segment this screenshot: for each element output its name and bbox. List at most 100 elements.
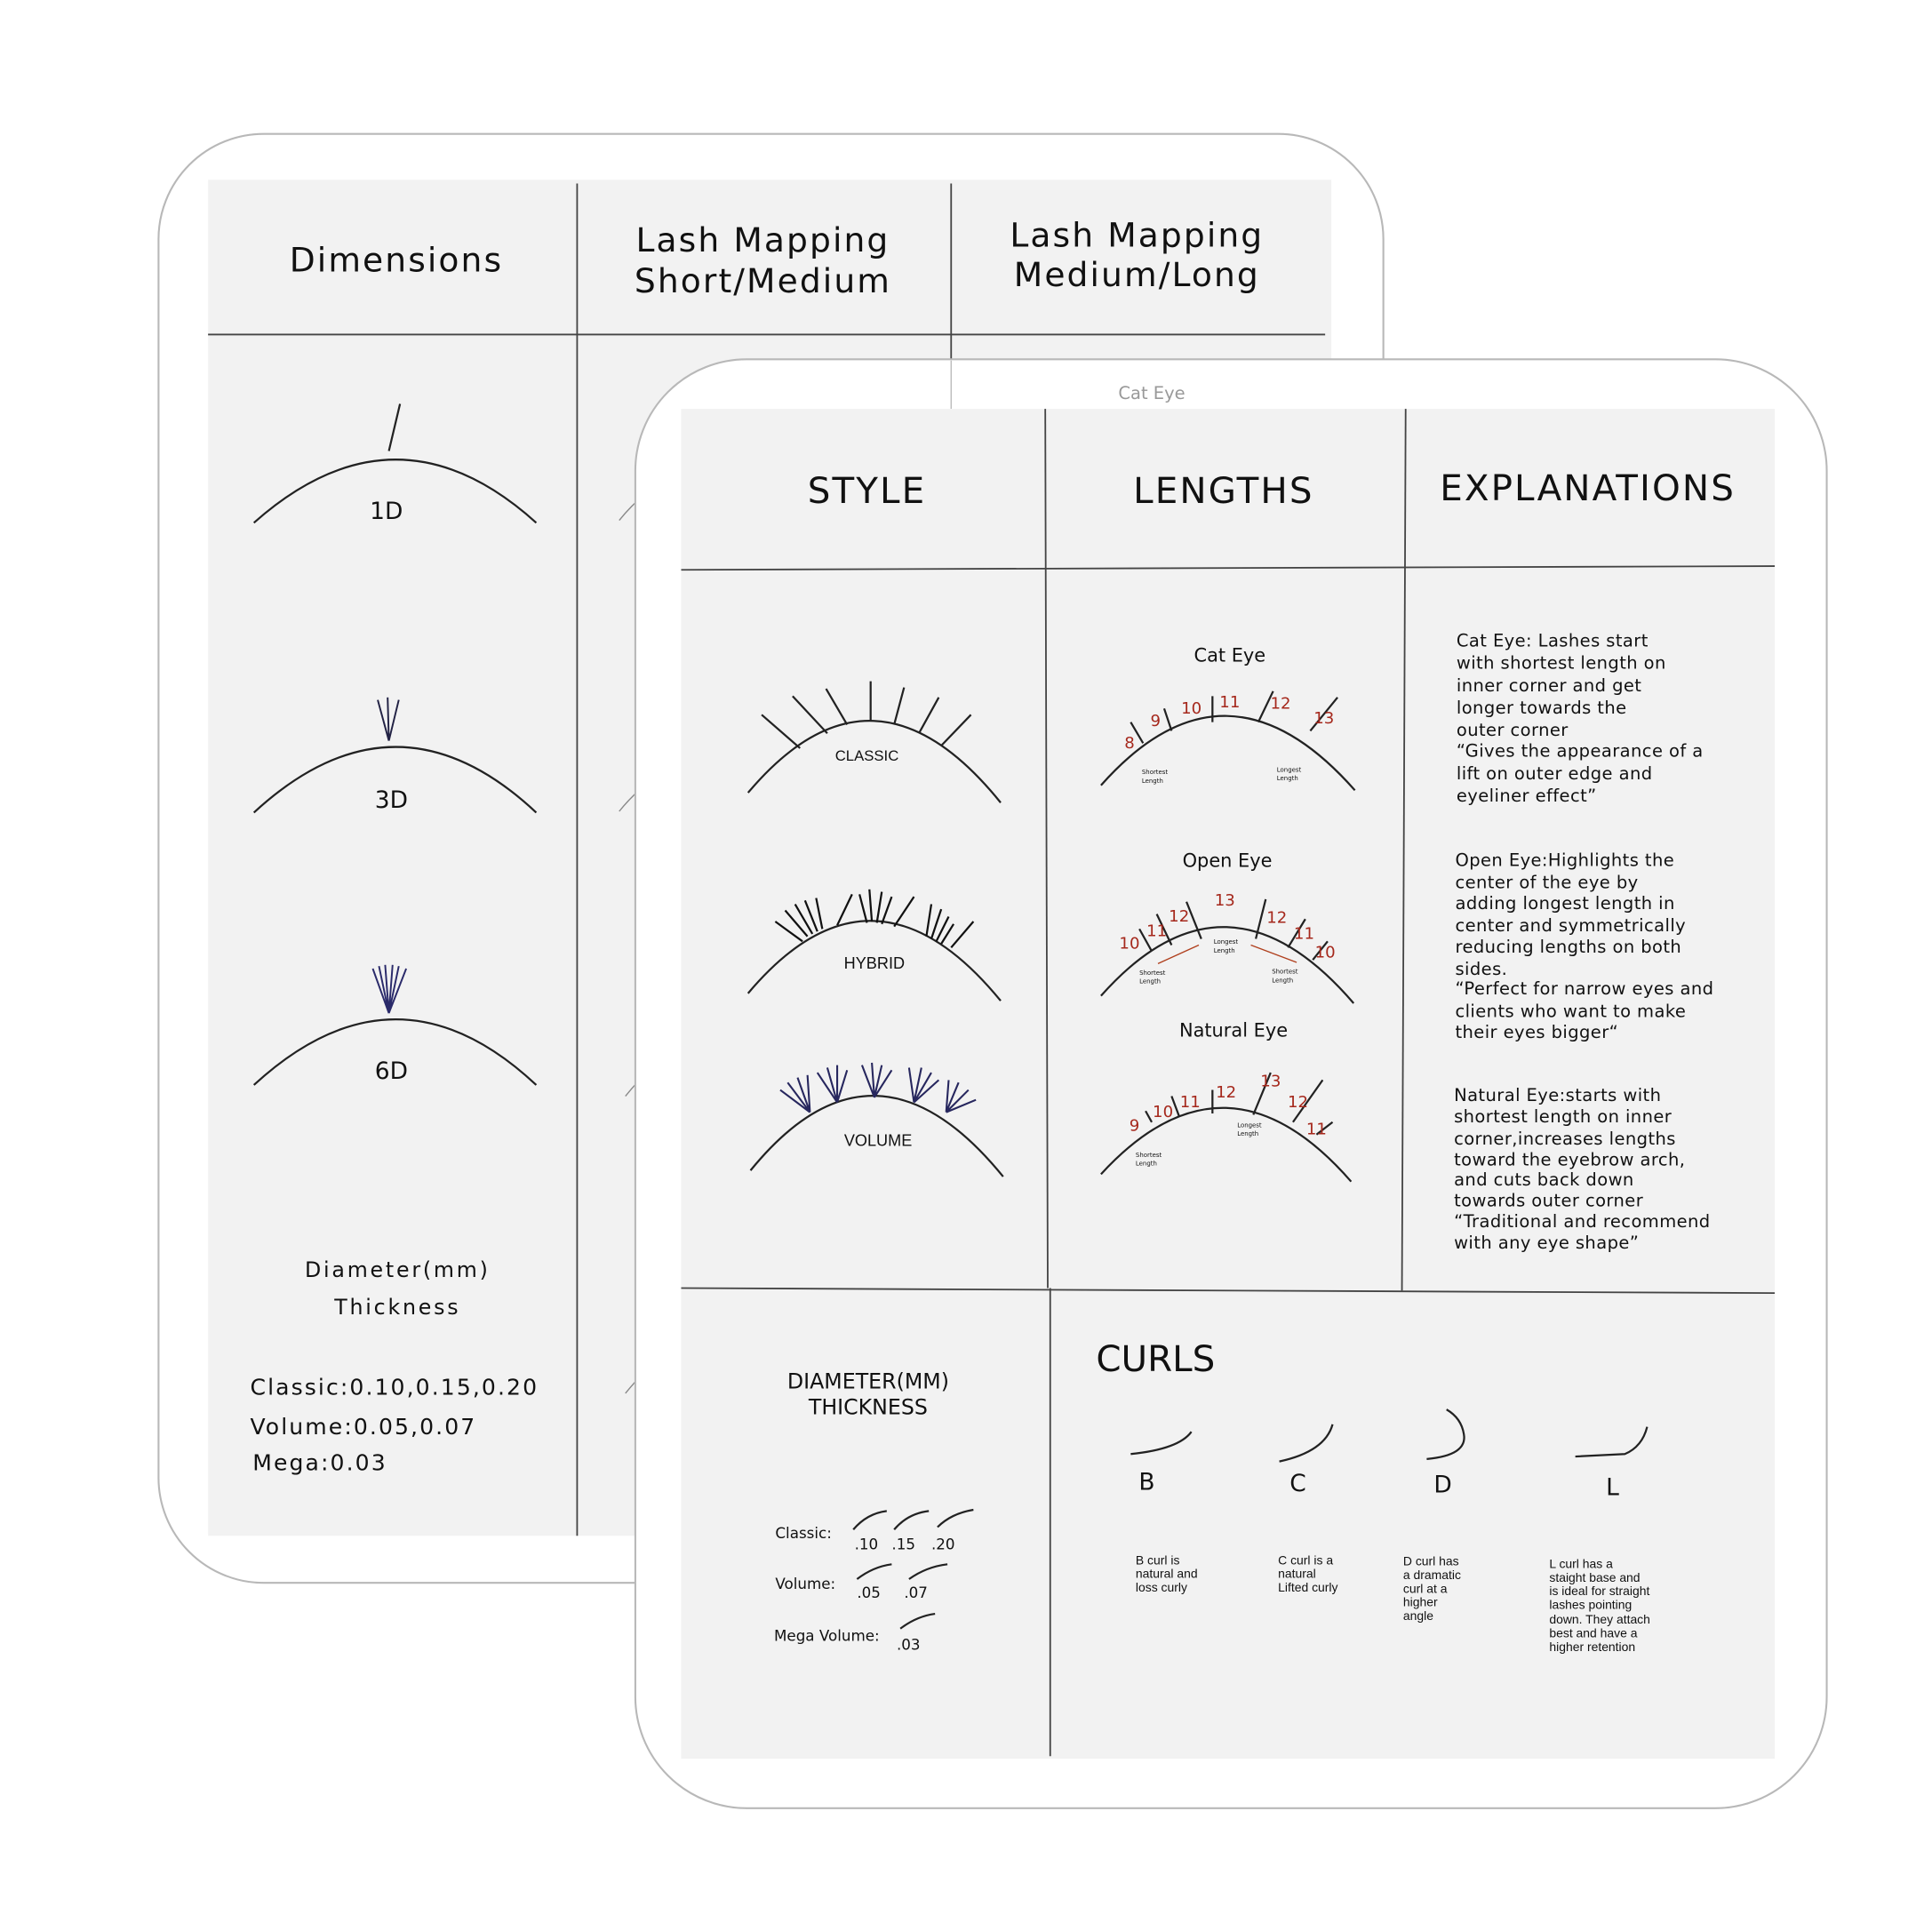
svg-text:Longest: Longest <box>1277 766 1302 773</box>
curls-section: CURLS B C D L B curl is natural and loss… <box>1096 1337 1650 1654</box>
explanation-natural-eye: Natural Eye:starts with shortest length … <box>1454 1085 1711 1253</box>
svg-text:Shortest: Shortest <box>1139 969 1166 977</box>
svg-text:Shortest: Shortest <box>1136 1152 1162 1159</box>
svg-text:10: 10 <box>1181 699 1202 718</box>
svg-text:staight base and: staight base and <box>1549 1570 1640 1584</box>
diameter-volume: Volume:0.05,0.07 <box>251 1414 477 1440</box>
svg-text:“Gives the appearance of a: “Gives the appearance of a <box>1457 741 1704 762</box>
thickness-title: Thickness <box>333 1295 460 1320</box>
header-style: STYLE <box>808 469 927 512</box>
svg-text:“Perfect for narrow eyes and: “Perfect for narrow eyes and <box>1455 978 1713 999</box>
svg-text:.05: .05 <box>857 1584 881 1601</box>
svg-text:Shortest: Shortest <box>1272 969 1298 976</box>
svg-text:Natural Eye: Natural Eye <box>1179 1020 1288 1041</box>
svg-text:10: 10 <box>1315 943 1336 962</box>
svg-text:Natural Eye:starts with: Natural Eye:starts with <box>1454 1085 1661 1105</box>
header-lengths: LENGTHS <box>1133 469 1313 512</box>
svg-text:HYBRID: HYBRID <box>844 954 905 972</box>
svg-text:with shortest length on: with shortest length on <box>1457 653 1666 674</box>
svg-text:outer corner: outer corner <box>1457 720 1569 740</box>
svg-text:Length: Length <box>1272 977 1293 984</box>
svg-text:their eyes bigger“: their eyes bigger“ <box>1455 1022 1618 1042</box>
svg-text:Length: Length <box>1214 947 1235 954</box>
svg-text:C: C <box>1289 1470 1305 1497</box>
svg-text:center of the eye by: center of the eye by <box>1455 872 1638 892</box>
svg-text:toward the eyebrow arch,: toward the eyebrow arch, <box>1454 1150 1685 1170</box>
svg-text:9: 9 <box>1130 1117 1140 1136</box>
length-natural-eye: Natural Eye 9 10 11 12 13 12 11 Longest … <box>1100 1020 1353 1183</box>
svg-text:C curl is a: C curl is a <box>1278 1552 1333 1567</box>
svg-text:.07: .07 <box>904 1584 928 1601</box>
svg-text:B curl is: B curl is <box>1136 1552 1180 1567</box>
explanation-cat-eye: Cat Eye: Lashes start with shortest leng… <box>1457 631 1704 806</box>
svg-text:lashes pointing: lashes pointing <box>1549 1597 1632 1611</box>
svg-text:.10: .10 <box>855 1536 879 1553</box>
svg-text:8: 8 <box>1124 734 1135 753</box>
svg-text:11: 11 <box>1180 1093 1201 1112</box>
svg-text:CLASSIC: CLASSIC <box>835 747 899 764</box>
svg-text:natural: natural <box>1278 1567 1316 1581</box>
svg-text:3D: 3D <box>375 786 408 814</box>
svg-text:“Traditional and recommend: “Traditional and recommend <box>1454 1211 1711 1232</box>
svg-text:is ideal for straight: is ideal for straight <box>1549 1584 1649 1598</box>
svg-text:11: 11 <box>1294 925 1314 944</box>
svg-text:9: 9 <box>1150 712 1161 730</box>
length-cat-eye: Cat Eye 8 9 10 11 12 13 Shortest Length … <box>1100 644 1356 792</box>
svg-text:THICKNESS: THICKNESS <box>808 1395 928 1420</box>
svg-text:Length: Length <box>1237 1130 1258 1137</box>
diameter-section: DIAMETER(MM) THICKNESS Classic: .10 .15 … <box>774 1368 974 1653</box>
svg-text:natural and: natural and <box>1136 1567 1198 1581</box>
dimension-3d: 3D <box>252 697 538 814</box>
peek-cat-eye: Cat Eye <box>1118 383 1185 403</box>
svg-text:sides.: sides. <box>1455 959 1507 979</box>
svg-text:11: 11 <box>1219 693 1240 712</box>
svg-text:1D: 1D <box>370 498 403 525</box>
svg-text:B: B <box>1138 1469 1154 1496</box>
svg-text:Shortest: Shortest <box>1142 769 1169 776</box>
svg-text:Longest: Longest <box>1237 1121 1262 1129</box>
diameter-mega: Mega:0.03 <box>252 1449 387 1475</box>
svg-text:adding longest length in: adding longest length in <box>1455 893 1674 914</box>
explanation-open-eye: Open Eye:Highlights the center of the ey… <box>1455 850 1713 1042</box>
svg-text:13: 13 <box>1215 891 1235 910</box>
svg-text:L: L <box>1606 1473 1619 1501</box>
svg-text:Classic:: Classic: <box>775 1524 831 1542</box>
svg-text:shortest length on inner: shortest length on inner <box>1454 1106 1673 1127</box>
diameter-title: Diameter(mm) <box>305 1257 491 1282</box>
svg-text:reducing lengths on both: reducing lengths on both <box>1455 937 1681 957</box>
svg-text:13: 13 <box>1313 709 1334 728</box>
svg-text:with any eye shape”: with any eye shape” <box>1454 1233 1639 1253</box>
length-open-eye: Open Eye 10 11 12 13 12 11 10 Longest Le… <box>1100 850 1355 1004</box>
svg-text:13: 13 <box>1260 1072 1281 1090</box>
svg-text:longer towards the: longer towards the <box>1457 698 1627 718</box>
svg-text:11: 11 <box>1306 1121 1327 1139</box>
svg-text:Lifted curly: Lifted curly <box>1278 1580 1337 1594</box>
svg-text:D: D <box>1433 1471 1451 1498</box>
svg-text:Longest: Longest <box>1214 938 1239 946</box>
svg-text:center and symmetrically: center and symmetrically <box>1455 915 1686 936</box>
svg-text:eyeliner effect”: eyeliner effect” <box>1457 786 1597 806</box>
svg-text:Length: Length <box>1136 1161 1157 1168</box>
svg-text:higher retention: higher retention <box>1549 1640 1635 1654</box>
svg-text:higher: higher <box>1403 1595 1438 1609</box>
svg-text:.20: .20 <box>931 1536 955 1553</box>
front-sheet: Cat Eye STYLE LENGTHS EXPLANATIONS CLASS… <box>634 358 1828 1809</box>
svg-text:.03: .03 <box>897 1635 921 1653</box>
header-mapping-1b: Short/Medium <box>635 261 891 300</box>
svg-text:Cat Eye: Lashes start: Cat Eye: Lashes start <box>1457 631 1649 651</box>
header-mapping-2b: Medium/Long <box>1014 255 1260 294</box>
svg-text:Length: Length <box>1277 775 1298 782</box>
svg-text:.15: .15 <box>891 1536 915 1553</box>
svg-text:10: 10 <box>1153 1103 1173 1121</box>
svg-text:12: 12 <box>1288 1093 1308 1112</box>
diameter-classic: Classic:0.10,0.15,0.20 <box>251 1374 539 1400</box>
dimension-1d: 1D <box>252 403 538 525</box>
svg-text:Volume:: Volume: <box>775 1575 835 1592</box>
svg-text:10: 10 <box>1119 935 1139 954</box>
svg-text:and cuts back down: and cuts back down <box>1454 1169 1634 1190</box>
header-mapping-1: Lash Mapping <box>636 220 890 259</box>
svg-text:lift on outer edge and: lift on outer edge and <box>1457 763 1653 784</box>
svg-text:loss curly: loss curly <box>1136 1580 1187 1594</box>
header-explanations: EXPLANATIONS <box>1440 467 1736 509</box>
